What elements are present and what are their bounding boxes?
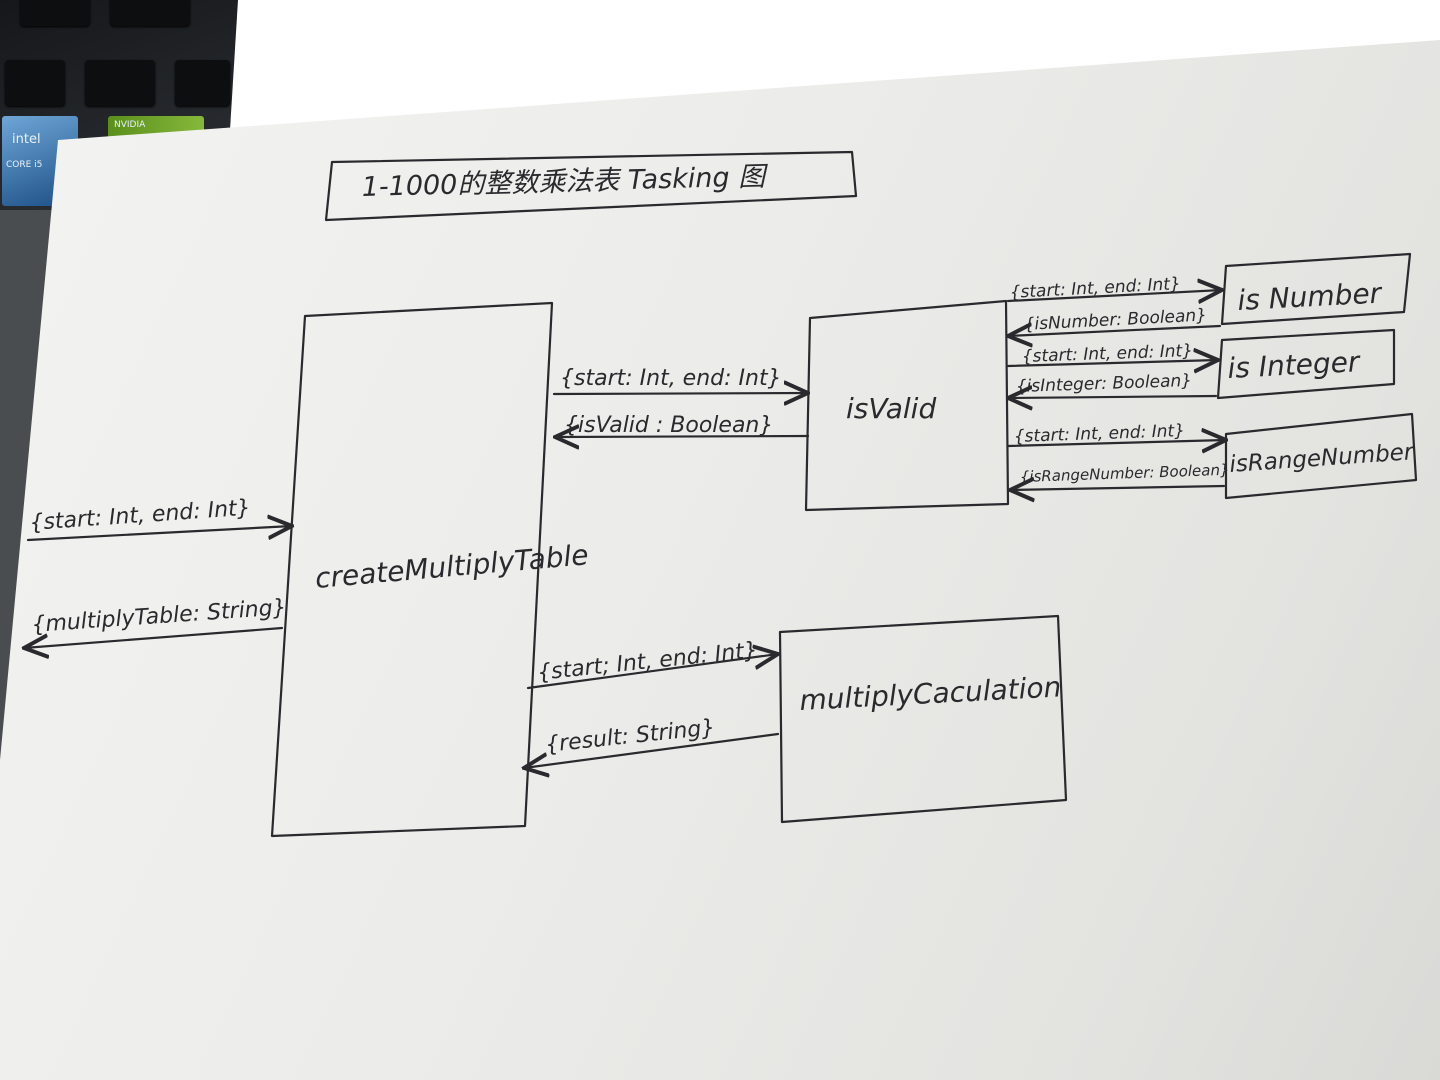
is-range-number-label: isRangeNumber (1229, 439, 1416, 478)
external-output-flow: {multiplyTable: String} (24, 595, 287, 648)
to-israngenumber-arrow (1006, 440, 1226, 446)
keyboard-key (5, 60, 65, 106)
from-isinteger-arrow (1008, 396, 1218, 398)
intel-sticker-label: intel (12, 132, 41, 147)
keyboard-key (20, 0, 90, 26)
from-isnumber-arrow (1008, 326, 1222, 336)
calc-frame (778, 614, 1068, 824)
input-arrow (26, 526, 292, 542)
isinteger-to-isvalid-flow: {isInteger: Boolean} (1008, 371, 1218, 398)
from-isvalid-label: {isValid : Boolean} (564, 413, 773, 438)
isvalid-label: isValid (846, 392, 936, 425)
multiply-caculation-box: multiplyCaculation (778, 614, 1068, 824)
is-integer-label: is Integer (1227, 345, 1362, 385)
is-range-number-frame (1224, 412, 1418, 500)
to-calc-label: {start; Int, end: Int} (536, 638, 759, 686)
from-israngenumber-label: {isRangeNumber: Boolean} (1020, 461, 1230, 486)
create-to-calc-flow: {start; Int, end: Int} (526, 638, 778, 690)
is-integer-frame (1216, 328, 1396, 400)
isvalid-to-isnumber-flow: {start: Int, end: Int} (1006, 274, 1222, 303)
from-calc-label: {result: String} (544, 715, 716, 758)
israngenumber-to-isvalid-flow: {isRangeNumber: Boolean} (1010, 461, 1230, 490)
to-calc-arrow (526, 654, 778, 690)
title-frame (324, 150, 858, 222)
diagram-title: 1-1000的整数乘法表 Tasking 图 (361, 161, 769, 203)
is-number-box: is Number (1220, 252, 1412, 326)
from-calc-arrow (524, 732, 780, 768)
to-isinteger-label: {start: Int, end: Int} (1021, 341, 1193, 367)
to-isvalid-label: {start: Int, end: Int} (560, 366, 782, 391)
from-isvalid-arrow (555, 436, 810, 437)
from-israngenumber-arrow (1010, 486, 1226, 490)
calc-to-create-flow: {result: String} (524, 715, 780, 768)
output-arrow (24, 626, 284, 648)
external-input-flow: {start: Int, end: Int} (26, 496, 292, 542)
to-israngenumber-label: {start: Int, end: Int} (1013, 421, 1185, 447)
keyboard-key (85, 60, 155, 106)
isvalid-box: isValid (804, 299, 1010, 512)
create-multiply-table-box: createMultiplyTable (270, 301, 590, 838)
keyboard-key (175, 60, 230, 106)
to-isnumber-arrow (1006, 290, 1222, 301)
to-isinteger-arrow (1006, 360, 1218, 366)
is-number-frame (1220, 252, 1412, 326)
is-number-label: is Number (1237, 276, 1384, 317)
laptop-keyboard-background: intel CORE i5 NVIDIA (0, 0, 240, 210)
core-sticker-label: CORE i5 (6, 160, 43, 170)
title-box: 1-1000的整数乘法表 Tasking 图 (324, 150, 858, 222)
create-label: createMultiplyTable (314, 538, 590, 595)
to-isnumber-label: {start: Int, end: Int} (1009, 274, 1181, 303)
isvalid-to-israngenumber-flow: {start: Int, end: Int} (1006, 421, 1226, 447)
create-frame (270, 301, 554, 838)
nvidia-sticker-label: NVIDIA (114, 120, 146, 130)
isvalid-to-create-flow: {isValid : Boolean} (555, 413, 810, 438)
from-isinteger-label: {isInteger: Boolean} (1015, 371, 1192, 397)
to-isvalid-arrow (552, 393, 808, 394)
is-range-number-box: isRangeNumber (1224, 412, 1418, 500)
isvalid-to-isinteger-flow: {start: Int, end: Int} (1006, 341, 1218, 367)
calc-label: multiplyCaculation (799, 670, 1062, 717)
create-to-isvalid-flow: {start: Int, end: Int} (552, 366, 808, 394)
isvalid-frame (804, 299, 1010, 512)
keyboard-key (110, 0, 190, 26)
isnumber-to-isvalid-flow: {isNumber: Boolean} (1008, 305, 1222, 336)
is-integer-box: is Integer (1216, 328, 1396, 400)
